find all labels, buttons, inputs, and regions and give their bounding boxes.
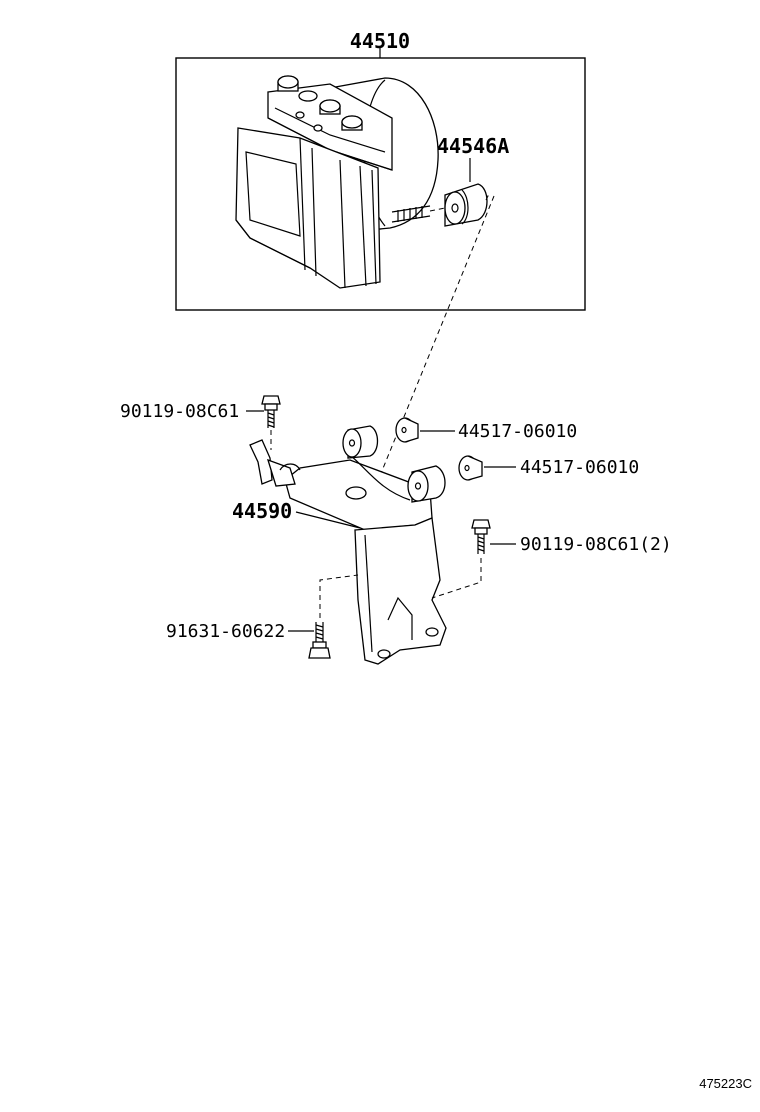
bracket-mount-rear	[342, 425, 411, 501]
label-bolt-top-left[interactable]: 90119-08C61	[120, 401, 239, 422]
actuator-ecu	[235, 127, 381, 289]
actuator-valve-block	[267, 75, 393, 171]
bracket-mount-front	[407, 465, 446, 503]
cushion-upper-part	[395, 417, 455, 443]
label-bracket[interactable]: 44590	[232, 499, 292, 523]
bushing-44546a-part	[444, 158, 488, 227]
label-bolt-right[interactable]: 90119-08C61(2)	[520, 534, 672, 555]
label-cushion-lower[interactable]: 44517-06010	[520, 457, 639, 478]
bolt-bottom-part	[288, 574, 359, 659]
actuator-group	[175, 48, 586, 311]
label-bushing[interactable]: 44546A	[437, 134, 509, 158]
label-actuator[interactable]: 44510	[350, 29, 410, 53]
bolt-right-part	[431, 519, 516, 599]
label-cushion-upper[interactable]: 44517-06010	[458, 421, 577, 442]
alignment-dash-main	[374, 195, 495, 489]
actuator-frame	[175, 57, 586, 311]
cushion-lower-part	[458, 455, 516, 481]
reference-code: 475223C	[699, 1076, 752, 1091]
bracket-44590-part	[249, 425, 447, 665]
bolt-top-left-part	[246, 395, 281, 450]
label-bolt-bottom[interactable]: 91631-60622	[166, 621, 285, 642]
bracket-leader	[295, 511, 361, 529]
